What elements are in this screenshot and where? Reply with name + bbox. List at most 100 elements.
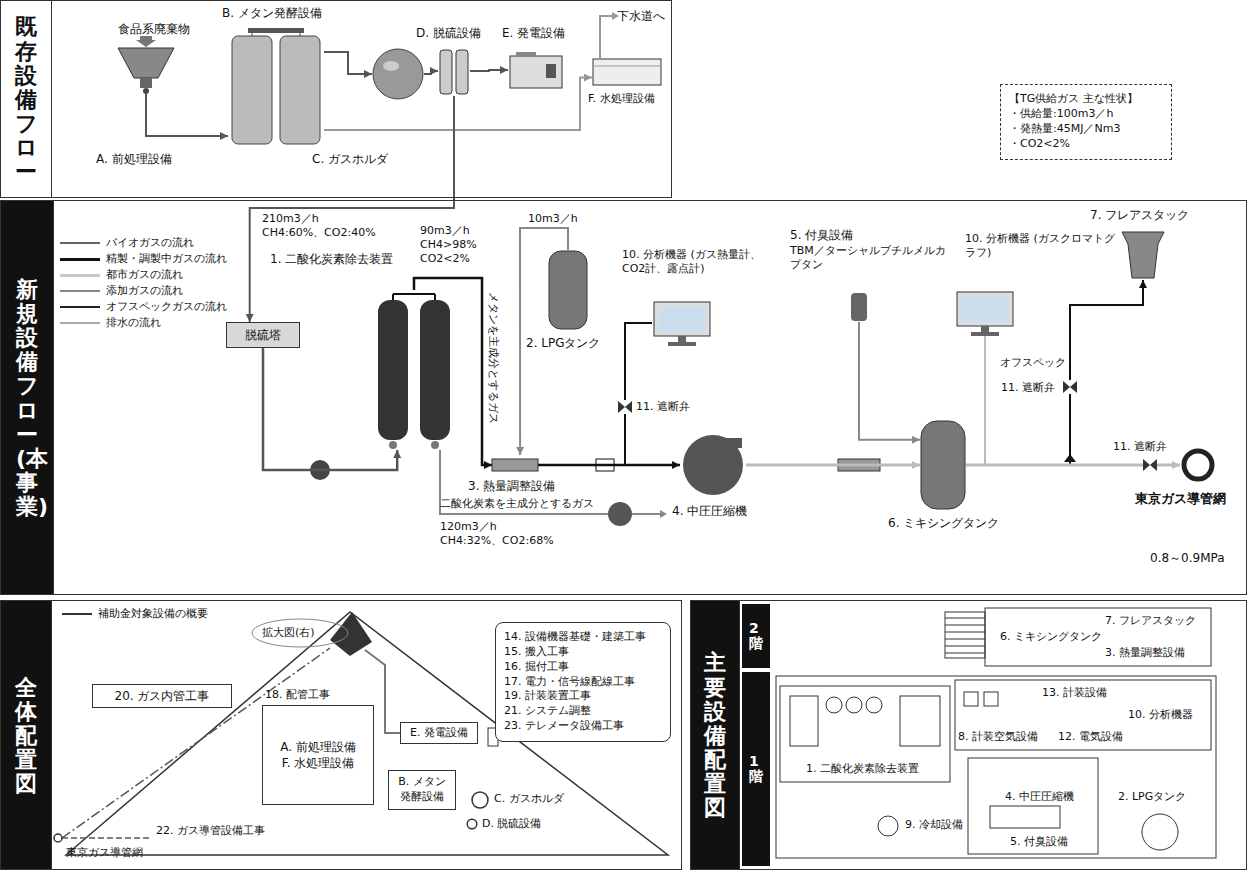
valve-icon <box>625 401 632 413</box>
co2-icon <box>420 300 450 440</box>
gas-pipe-line <box>62 837 150 839</box>
legend-text: オフスペックガスの流れ <box>106 300 227 313</box>
equipment-label: B. メタン発酵設備 <box>222 6 322 21</box>
annotation: 5. 付臭設備 <box>1010 835 1068 848</box>
gen-icon <box>546 64 556 78</box>
section-panel: 既存設備フローA. 前処理設備B. メタン発酵設備C. ガスホルダD. 脱硫設備… <box>0 0 672 198</box>
valve-icon <box>1143 459 1150 471</box>
mon-icon <box>652 300 712 346</box>
floor-plan <box>990 806 1060 828</box>
annotation: 3. 熱量調整設備 <box>1105 646 1185 659</box>
gc-tap <box>985 336 986 465</box>
building-box: B. メタン 発酵設備 <box>388 770 456 810</box>
equipment-label: 1. 二酸化炭素除去装置 <box>270 252 393 267</box>
ring-icon <box>1184 451 1212 479</box>
circ-icon <box>470 790 490 810</box>
floor-plan <box>945 625 985 626</box>
floor-plan <box>968 758 1098 854</box>
shutoff-valve: 11. 遮断弁 <box>1063 380 1077 394</box>
process-box: 脱硫塔 <box>226 322 300 348</box>
wtank-icon <box>593 66 661 67</box>
box-text: F. 水処理設備 <box>282 755 355 771</box>
floor-plan <box>900 696 940 746</box>
annotation: 10m3／h <box>528 212 578 225</box>
gas-pipe-line <box>54 834 62 842</box>
gen-icon <box>516 52 536 56</box>
compressor: 4. 中圧圧縮機 <box>680 432 746 498</box>
annotation: 東京ガス導管網 <box>66 846 143 859</box>
pipe-connector <box>414 278 492 465</box>
section-panel: 全体配置図20. ガス内管工事A. 前処理設備F. 水処理設備E. 発電設備B.… <box>0 600 682 870</box>
valve-icon <box>1063 381 1070 393</box>
offspec-tap <box>1064 394 1076 465</box>
box-text: A. 前処理設備 <box>280 739 356 755</box>
equipment-label: 2. LPGタンク <box>526 336 600 351</box>
floor-plan <box>945 646 985 647</box>
co2-icon <box>389 441 397 449</box>
flare-stack: 7. フレアスタック <box>1120 230 1166 280</box>
legend-line <box>62 613 92 615</box>
odorant-unit: 5. 付臭設備TBM／ターシャルブチルメルカプタン <box>850 292 868 322</box>
floor-plan <box>866 697 882 713</box>
equipment-label: D. 脱硫設備 <box>416 26 481 41</box>
mon-icon <box>668 342 696 346</box>
floor-label: 2階 <box>749 621 763 652</box>
pipe-connector <box>470 70 508 71</box>
co2-icon <box>431 441 439 449</box>
tanks-icon <box>280 36 320 144</box>
annotation: CH4:60%、CO2:40% <box>262 226 376 239</box>
building-box: E. 発電設備 <box>400 722 478 744</box>
tanks-icon <box>300 33 301 36</box>
shutoff-valve: 11. 遮断弁 <box>618 400 632 414</box>
annotation: 18. 配管工事 <box>265 688 330 701</box>
equipment-label: 6. ミキシングタンク <box>888 516 999 531</box>
floor-band: 1階 <box>742 672 770 866</box>
co2-icon <box>393 293 435 295</box>
mon-icon <box>971 332 999 336</box>
co2-icon <box>378 300 408 440</box>
hopper-icon <box>118 48 174 94</box>
pretreatment-unit: A. 前処理設備 <box>118 48 174 94</box>
equipment-label: F. 水処理設備 <box>588 92 655 106</box>
flare-icon <box>1122 232 1164 278</box>
box-text: 19. 計装装置工事 <box>504 689 591 704</box>
equipment-label: 10. 分析機器 (ガス熱量計、CO2計、露点計) <box>622 248 780 276</box>
annotation: 2. LPGタンク <box>1118 790 1186 803</box>
legend-line <box>60 290 100 292</box>
annotation: 210m3／h <box>262 212 319 225</box>
legend-line <box>60 306 100 308</box>
legend-text: 都市ガスの流れ <box>106 268 183 281</box>
equipment-label: TBM／ターシャルブチルメルカプタン <box>790 244 955 272</box>
legend-line <box>60 258 100 261</box>
waste-input-arrow <box>136 36 156 47</box>
floor-plan <box>776 676 1216 858</box>
floor-plan <box>790 696 818 746</box>
box-text: 【TG供給ガス 主な性状】 <box>1009 92 1138 107</box>
mon-icon <box>658 306 706 332</box>
equipment-label: D. 脱硫設備 <box>482 817 541 831</box>
pipe-connector <box>146 94 228 136</box>
mixing-tank: 6. ミキシングタンク <box>920 420 966 510</box>
co2-icon <box>392 294 394 300</box>
odor-icon <box>850 292 868 322</box>
wtank-icon <box>593 59 661 85</box>
annotation: CH4:32%、CO2:68% <box>440 534 554 547</box>
box-text: 脱硫塔 <box>245 327 281 343</box>
annotation: 4. 中圧圧縮機 <box>1005 790 1074 803</box>
lpg-icon <box>548 250 588 330</box>
co2-gas-line <box>440 450 667 526</box>
circ-icon <box>467 819 477 829</box>
holder-symbol: C. ガスホルダ <box>470 790 490 810</box>
gen-icon <box>510 56 562 88</box>
sphere-icon <box>373 49 423 99</box>
equipment-label: 11. 遮断弁 <box>1001 381 1055 395</box>
offspec-tap <box>1064 454 1076 462</box>
box-text: E. 発電設備 <box>410 726 468 741</box>
calorie-adjuster: 3. 熱量調整設備 <box>492 455 538 475</box>
equipment-label: C. ガスホルダ <box>312 152 388 167</box>
pipe-connector <box>746 464 920 467</box>
mix-icon <box>920 420 966 510</box>
desulf-icon <box>438 46 470 96</box>
floor-band: 2階 <box>742 604 770 668</box>
equipment-label: 0.8～0.9MPa <box>1150 551 1225 566</box>
